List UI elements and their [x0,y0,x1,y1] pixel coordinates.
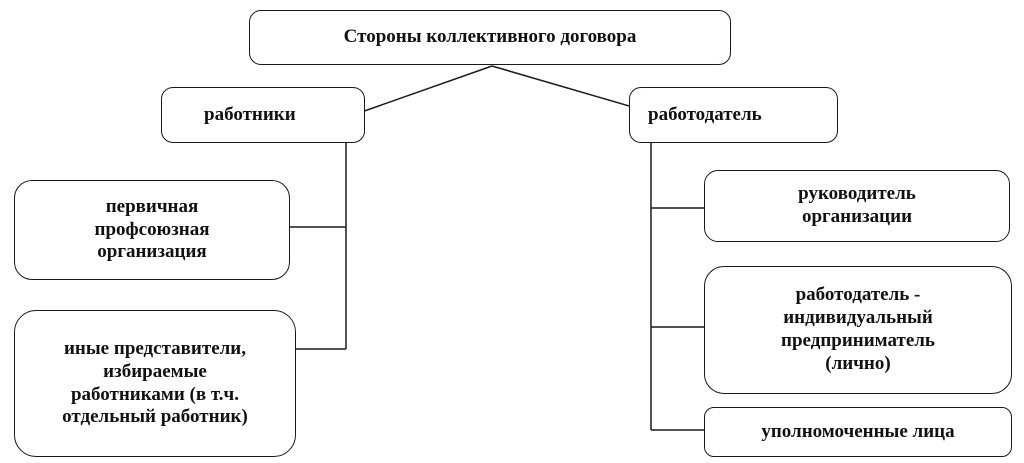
workers-node: работники [161,87,365,143]
individual-entrepreneur-node: работодатель - индивидуальный предприним… [704,266,1012,394]
other-representatives-node: иные представители, избираемые работника… [14,310,296,457]
employer-node-label: работодатель [648,103,762,125]
individual-entrepreneur-label: работодатель - индивидуальный предприним… [781,284,935,374]
organization-head-node: руководитель организации [704,170,1010,242]
authorized-persons-label: уполномоченные лица [761,420,955,442]
primary-union-label: первичная профсоюзная организация [94,195,210,263]
connector-root-workers [352,65,493,116]
organization-head-label: руководитель организации [798,183,916,227]
workers-node-label: работники [204,103,296,125]
primary-union-node: первичная профсоюзная организация [14,180,290,280]
employer-node: работодатель [629,87,838,143]
root-node: Стороны коллективного договора [249,10,731,65]
authorized-persons-node: уполномоченные лица [704,407,1012,457]
root-node-label: Стороны коллективного договора [343,26,637,48]
other-representatives-label: иные представители, избираемые работника… [62,337,248,428]
